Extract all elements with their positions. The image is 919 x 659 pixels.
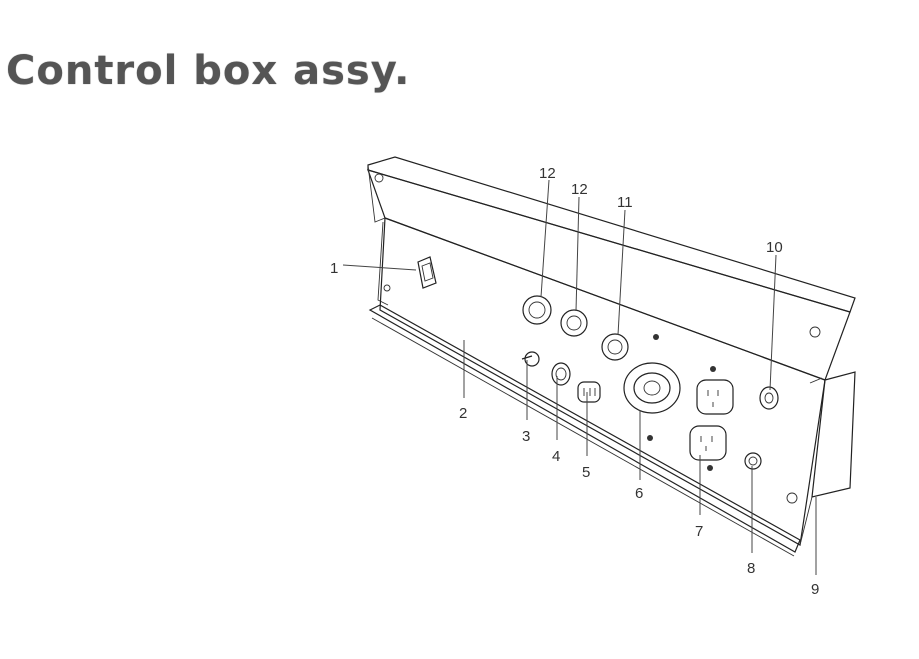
gfci-receptacle-upper (696, 366, 734, 415)
meter-12-left (522, 295, 552, 325)
callout-10: 10 (766, 239, 783, 256)
callout-7: 7 (695, 523, 703, 540)
circuit-breaker (551, 362, 571, 386)
gfci-receptacle-lower (689, 425, 727, 471)
callout-9: 9 (811, 581, 819, 598)
callout-11: 11 (617, 194, 633, 211)
callout-1: 1 (330, 260, 338, 277)
callout-3: 3 (522, 428, 530, 445)
diagram-title: Control box assy. (6, 48, 411, 94)
meter-11 (601, 333, 659, 361)
meter-12-right (560, 309, 588, 337)
callout-6: 6 (635, 485, 643, 502)
rocker-switch (417, 256, 437, 289)
callout-2: 2 (459, 405, 467, 422)
callout-4: 4 (552, 448, 560, 465)
callout-5: 5 (582, 464, 590, 481)
duplex-receptacle-small (577, 381, 601, 403)
callout-8: 8 (747, 560, 755, 577)
leader-lines (342, 179, 817, 575)
control-panel (367, 156, 856, 557)
terminal-post-10 (759, 386, 779, 410)
callout-12-right: 12 (571, 181, 588, 198)
toggle-switch (521, 351, 540, 367)
ground-terminal (744, 452, 762, 470)
twist-lock-receptacle (623, 362, 681, 441)
callout-12-left: 12 (539, 165, 556, 182)
